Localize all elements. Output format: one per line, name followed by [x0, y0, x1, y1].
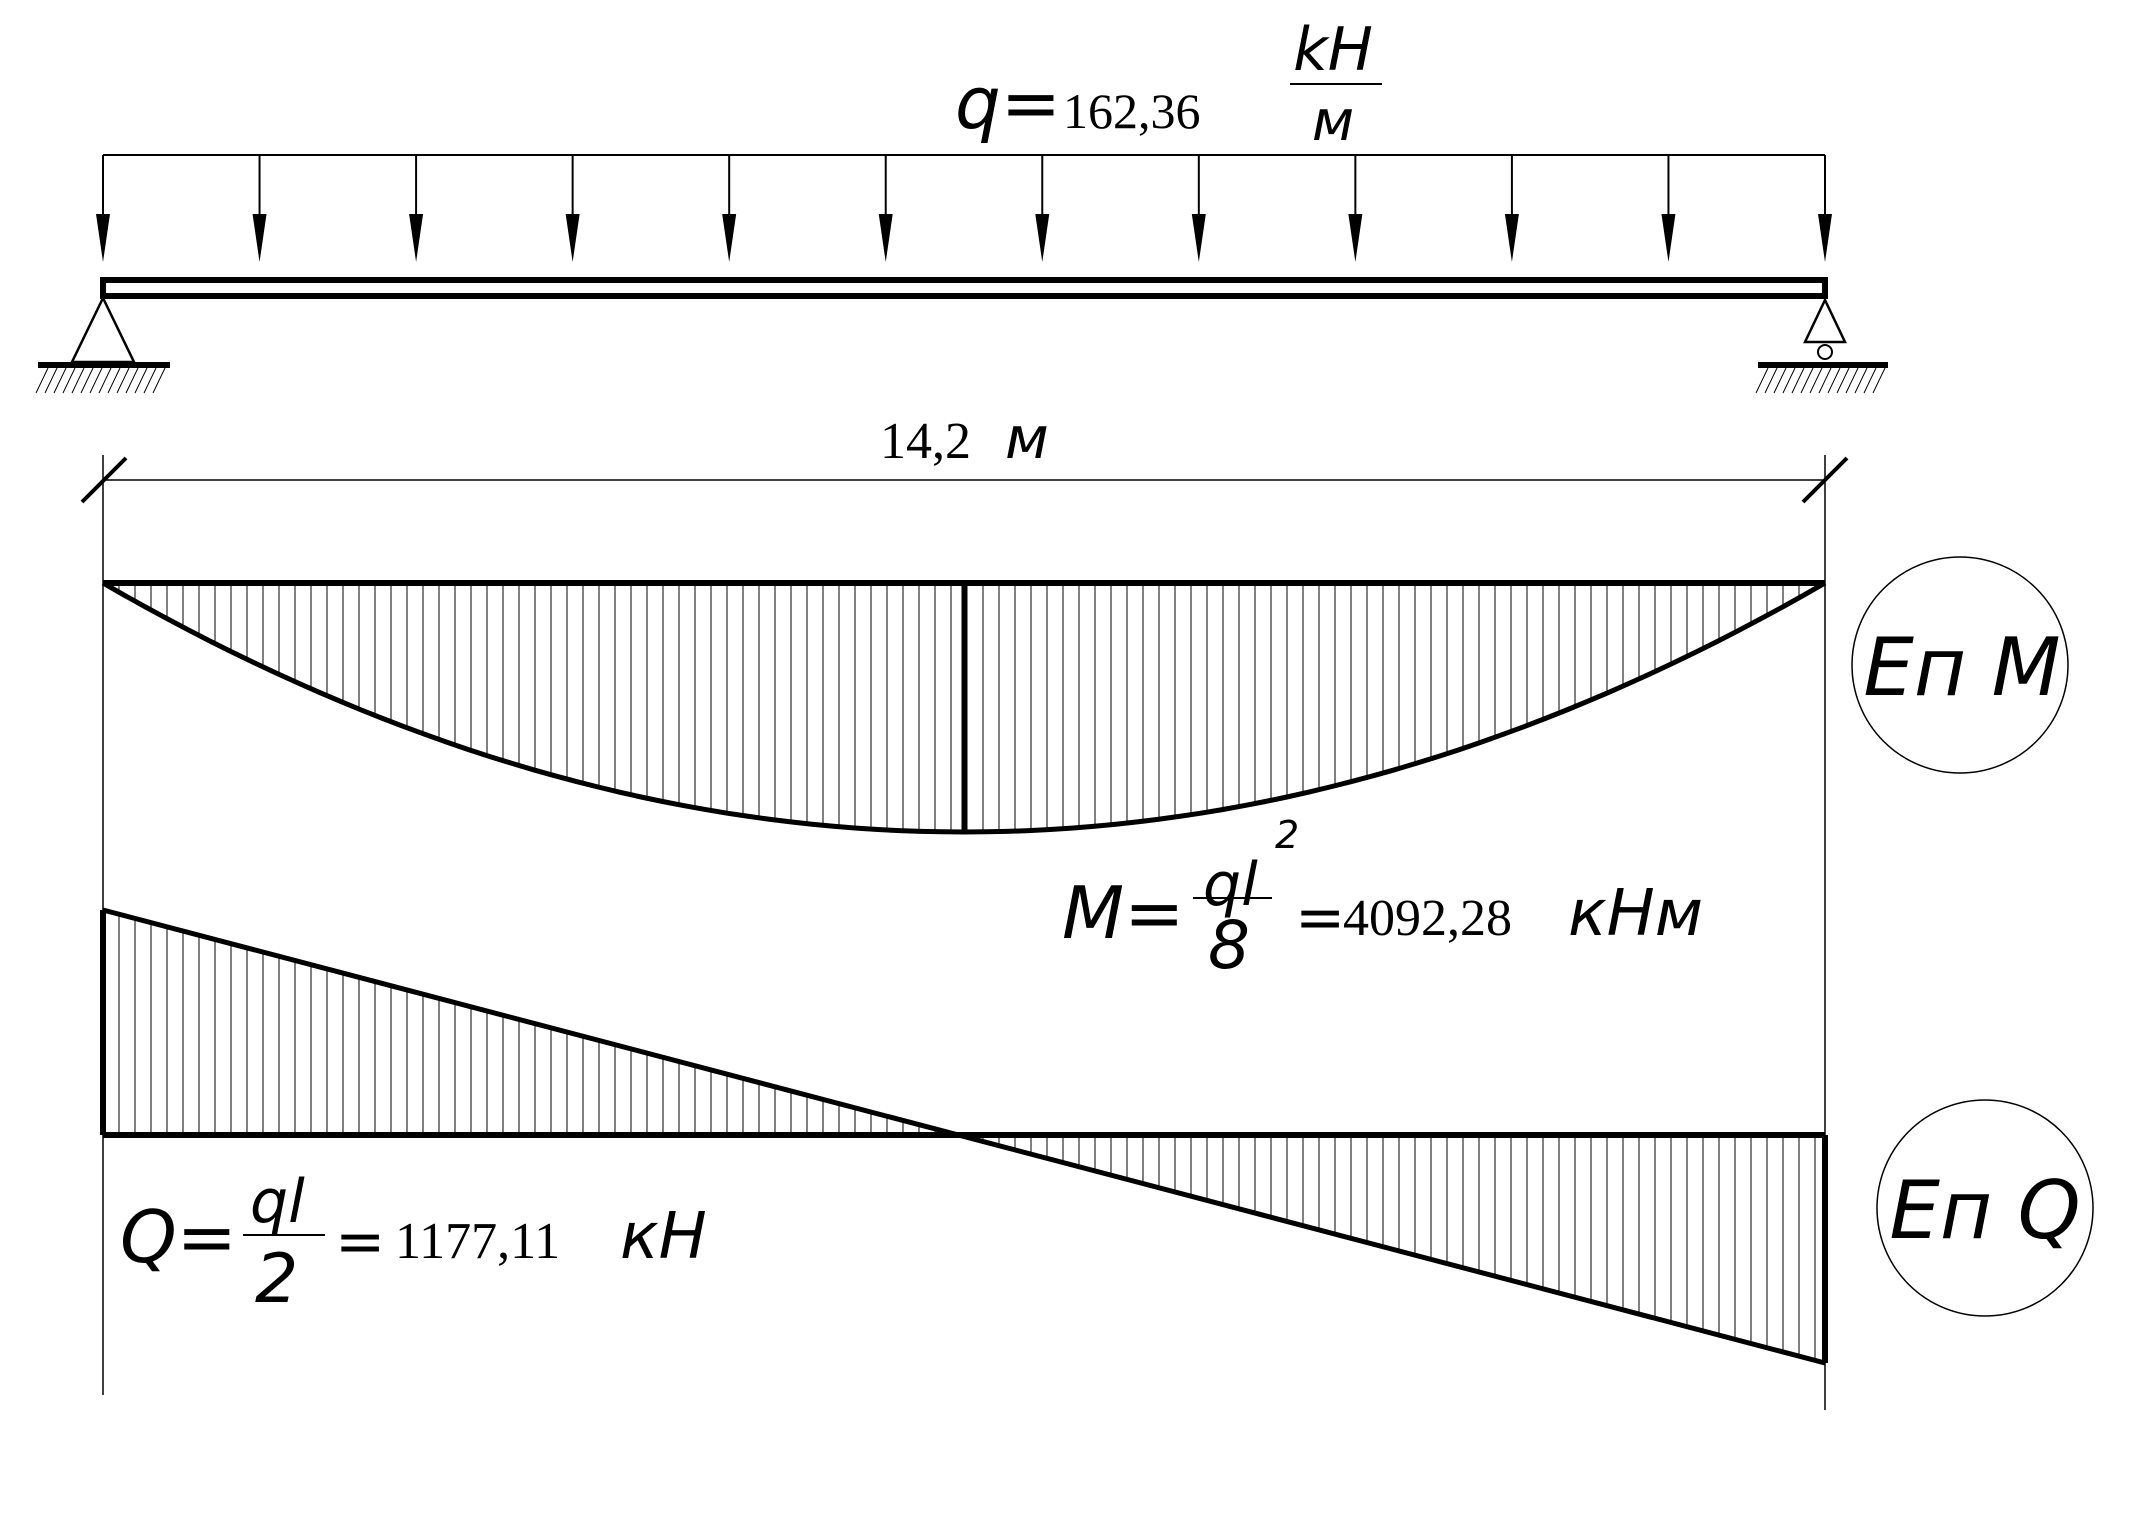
moment-hatch — [118, 583, 1816, 832]
shear-unit: кН — [620, 1200, 707, 1274]
span-value: 14,2 — [880, 413, 971, 470]
shear-formula-denominator: 2 — [255, 1240, 298, 1319]
distributed-load — [96, 154, 1832, 262]
moment-value: 4092,28 — [1343, 890, 1512, 947]
hatch-stroke — [143, 367, 157, 394]
hatch-stroke — [1827, 367, 1841, 394]
hatch-stroke — [35, 367, 49, 394]
shear-circle-label: Еп Q — [1876, 1099, 2094, 1317]
moment-diagram — [101, 580, 1827, 835]
load-arrow-head — [409, 214, 424, 262]
load-arrow-head — [1035, 214, 1050, 262]
load-arrow-head — [565, 214, 580, 262]
hatch-stroke — [1809, 367, 1823, 394]
moment-circle-label: Еп M — [1851, 556, 2069, 774]
span-dimension: 14,2 м — [80, 404, 1849, 504]
load-unit-denominator: м — [1312, 89, 1354, 154]
load-symbol: q= — [955, 61, 1061, 145]
hatch-stroke — [1836, 367, 1850, 394]
hatch-stroke — [1773, 367, 1787, 394]
shear-hatch — [118, 914, 1816, 1361]
hatch-stroke — [1863, 367, 1877, 394]
hatch-stroke — [71, 367, 85, 394]
load-arrows — [96, 155, 1832, 262]
hatch-stroke — [98, 367, 112, 394]
hatch-stroke — [107, 367, 121, 394]
shear-diagram — [100, 907, 1828, 1366]
left-support-hatch — [35, 367, 166, 394]
shear-line — [102, 907, 1826, 1366]
load-label: q= 162,36 kH м — [955, 15, 1382, 154]
load-unit-numerator: kH — [1293, 15, 1373, 85]
right-support-roller — [1817, 344, 1833, 360]
span-unit: м — [1005, 404, 1049, 472]
shear-formula-equals: = — [335, 1207, 385, 1277]
hatch-stroke — [1755, 367, 1769, 394]
load-arrow-head — [878, 214, 893, 262]
left-pin-support — [35, 295, 170, 394]
load-arrow-head — [1504, 214, 1519, 262]
shear-formula-lhs: Q= — [120, 1195, 237, 1279]
hatch-stroke — [1764, 367, 1778, 394]
load-arrow-head — [96, 214, 110, 262]
dimension-tick-left — [80, 456, 128, 504]
hatch-stroke — [89, 367, 103, 394]
hatch-stroke — [1782, 367, 1796, 394]
shear-formula-numerator: ql — [250, 1167, 305, 1237]
right-support-hatch — [1755, 367, 1886, 394]
load-arrow-head — [722, 214, 737, 262]
load-arrow-head — [1818, 214, 1832, 262]
hatch-stroke — [1845, 367, 1859, 394]
hatch-stroke — [44, 367, 58, 394]
shear-value: 1177,11 — [395, 1213, 560, 1270]
moment-formula-equals: = — [1295, 883, 1345, 953]
load-arrow-head — [1661, 214, 1676, 262]
beam — [100, 277, 1828, 299]
load-arrow-head — [1348, 214, 1363, 262]
hatch-stroke — [1854, 367, 1868, 394]
shear-label-circle — [1876, 1099, 2094, 1317]
moment-formula-lhs: M= — [1062, 871, 1184, 955]
load-arrow-head — [1191, 214, 1206, 262]
beam-body — [100, 277, 1828, 299]
hatch-stroke — [1818, 367, 1832, 394]
hatch-stroke — [152, 367, 166, 394]
hatch-stroke — [116, 367, 130, 394]
shear-label-text: Еп Q — [1889, 1164, 2080, 1257]
hatch-stroke — [80, 367, 94, 394]
moment-formula-exponent: 2 — [1275, 813, 1299, 857]
moment-formula: M= ql 2 8 = 4092,28 кНм — [1062, 813, 1703, 984]
moment-unit: кНм — [1568, 877, 1703, 951]
moment-label-text: Еп M — [1863, 621, 2060, 714]
moment-label-circle — [1851, 556, 2069, 774]
right-roller-support — [1755, 297, 1888, 394]
load-arrow-head — [252, 214, 267, 262]
load-value: 162,36 — [1063, 83, 1201, 139]
right-support-triangle — [1803, 297, 1847, 344]
hatch-stroke — [134, 367, 148, 394]
left-support-triangle — [70, 295, 136, 364]
hatch-stroke — [1872, 367, 1886, 394]
hatch-stroke — [1800, 367, 1814, 394]
hatch-stroke — [53, 367, 67, 394]
hatch-stroke — [125, 367, 139, 394]
hatch-stroke — [62, 367, 76, 394]
moment-formula-numerator: ql — [1203, 850, 1258, 920]
shear-formula: Q= ql 2 = 1177,11 кН — [120, 1167, 707, 1319]
hatch-stroke — [1791, 367, 1805, 394]
moment-formula-denominator: 8 — [1208, 907, 1250, 984]
